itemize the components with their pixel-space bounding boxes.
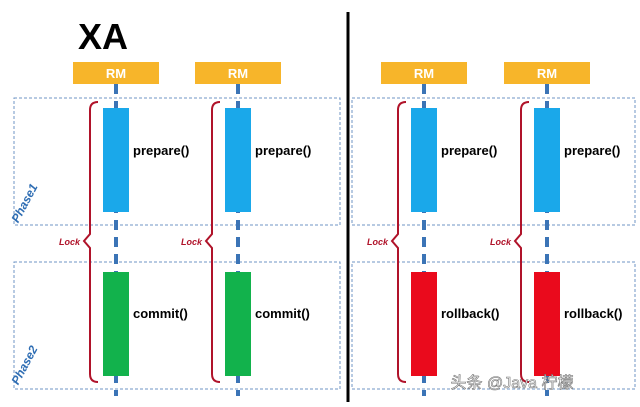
lock-bracket bbox=[513, 101, 530, 383]
phase2-box-left bbox=[13, 261, 341, 390]
prepare-bar bbox=[103, 108, 129, 212]
lock-label: Lock bbox=[59, 237, 81, 247]
phase2-bar bbox=[411, 272, 437, 376]
rm-label: RM bbox=[228, 66, 248, 81]
rm-box bbox=[73, 62, 159, 84]
phase1-call-label: prepare() bbox=[255, 143, 311, 158]
rm-box bbox=[195, 62, 281, 84]
lock-bracket bbox=[82, 101, 99, 383]
phase1-box-left bbox=[13, 97, 341, 226]
rm-label: RM bbox=[537, 66, 557, 81]
rm-box bbox=[381, 62, 467, 84]
diagram-title: XA bbox=[78, 16, 128, 57]
phase2-call-label: commit() bbox=[255, 306, 310, 321]
rm-box bbox=[504, 62, 590, 84]
prepare-bar bbox=[411, 108, 437, 212]
phase1-call-label: prepare() bbox=[133, 143, 189, 158]
rm-label: RM bbox=[106, 66, 126, 81]
lock-label: Lock bbox=[490, 237, 512, 247]
phase1-call-label: prepare() bbox=[564, 143, 620, 158]
phase2-bar bbox=[534, 272, 560, 376]
lock-bracket bbox=[204, 101, 221, 383]
lock-label: Lock bbox=[181, 237, 203, 247]
phase1-box-right bbox=[351, 97, 636, 226]
phase2-bar bbox=[103, 272, 129, 376]
rm-label: RM bbox=[414, 66, 434, 81]
phase2-label: Phase2 bbox=[8, 343, 40, 387]
phase2-call-label: rollback() bbox=[564, 306, 623, 321]
phase2-call-label: commit() bbox=[133, 306, 188, 321]
lock-bracket bbox=[390, 101, 407, 383]
phase1-label: Phase1 bbox=[8, 181, 40, 225]
phase2-bar bbox=[225, 272, 251, 376]
lock-label: Lock bbox=[367, 237, 389, 247]
prepare-bar bbox=[534, 108, 560, 212]
prepare-bar bbox=[225, 108, 251, 212]
phase2-call-label: rollback() bbox=[441, 306, 500, 321]
phase2-box-right bbox=[351, 261, 636, 390]
watermark: 头条 @Java 柠檬 bbox=[451, 374, 574, 392]
phase1-call-label: prepare() bbox=[441, 143, 497, 158]
